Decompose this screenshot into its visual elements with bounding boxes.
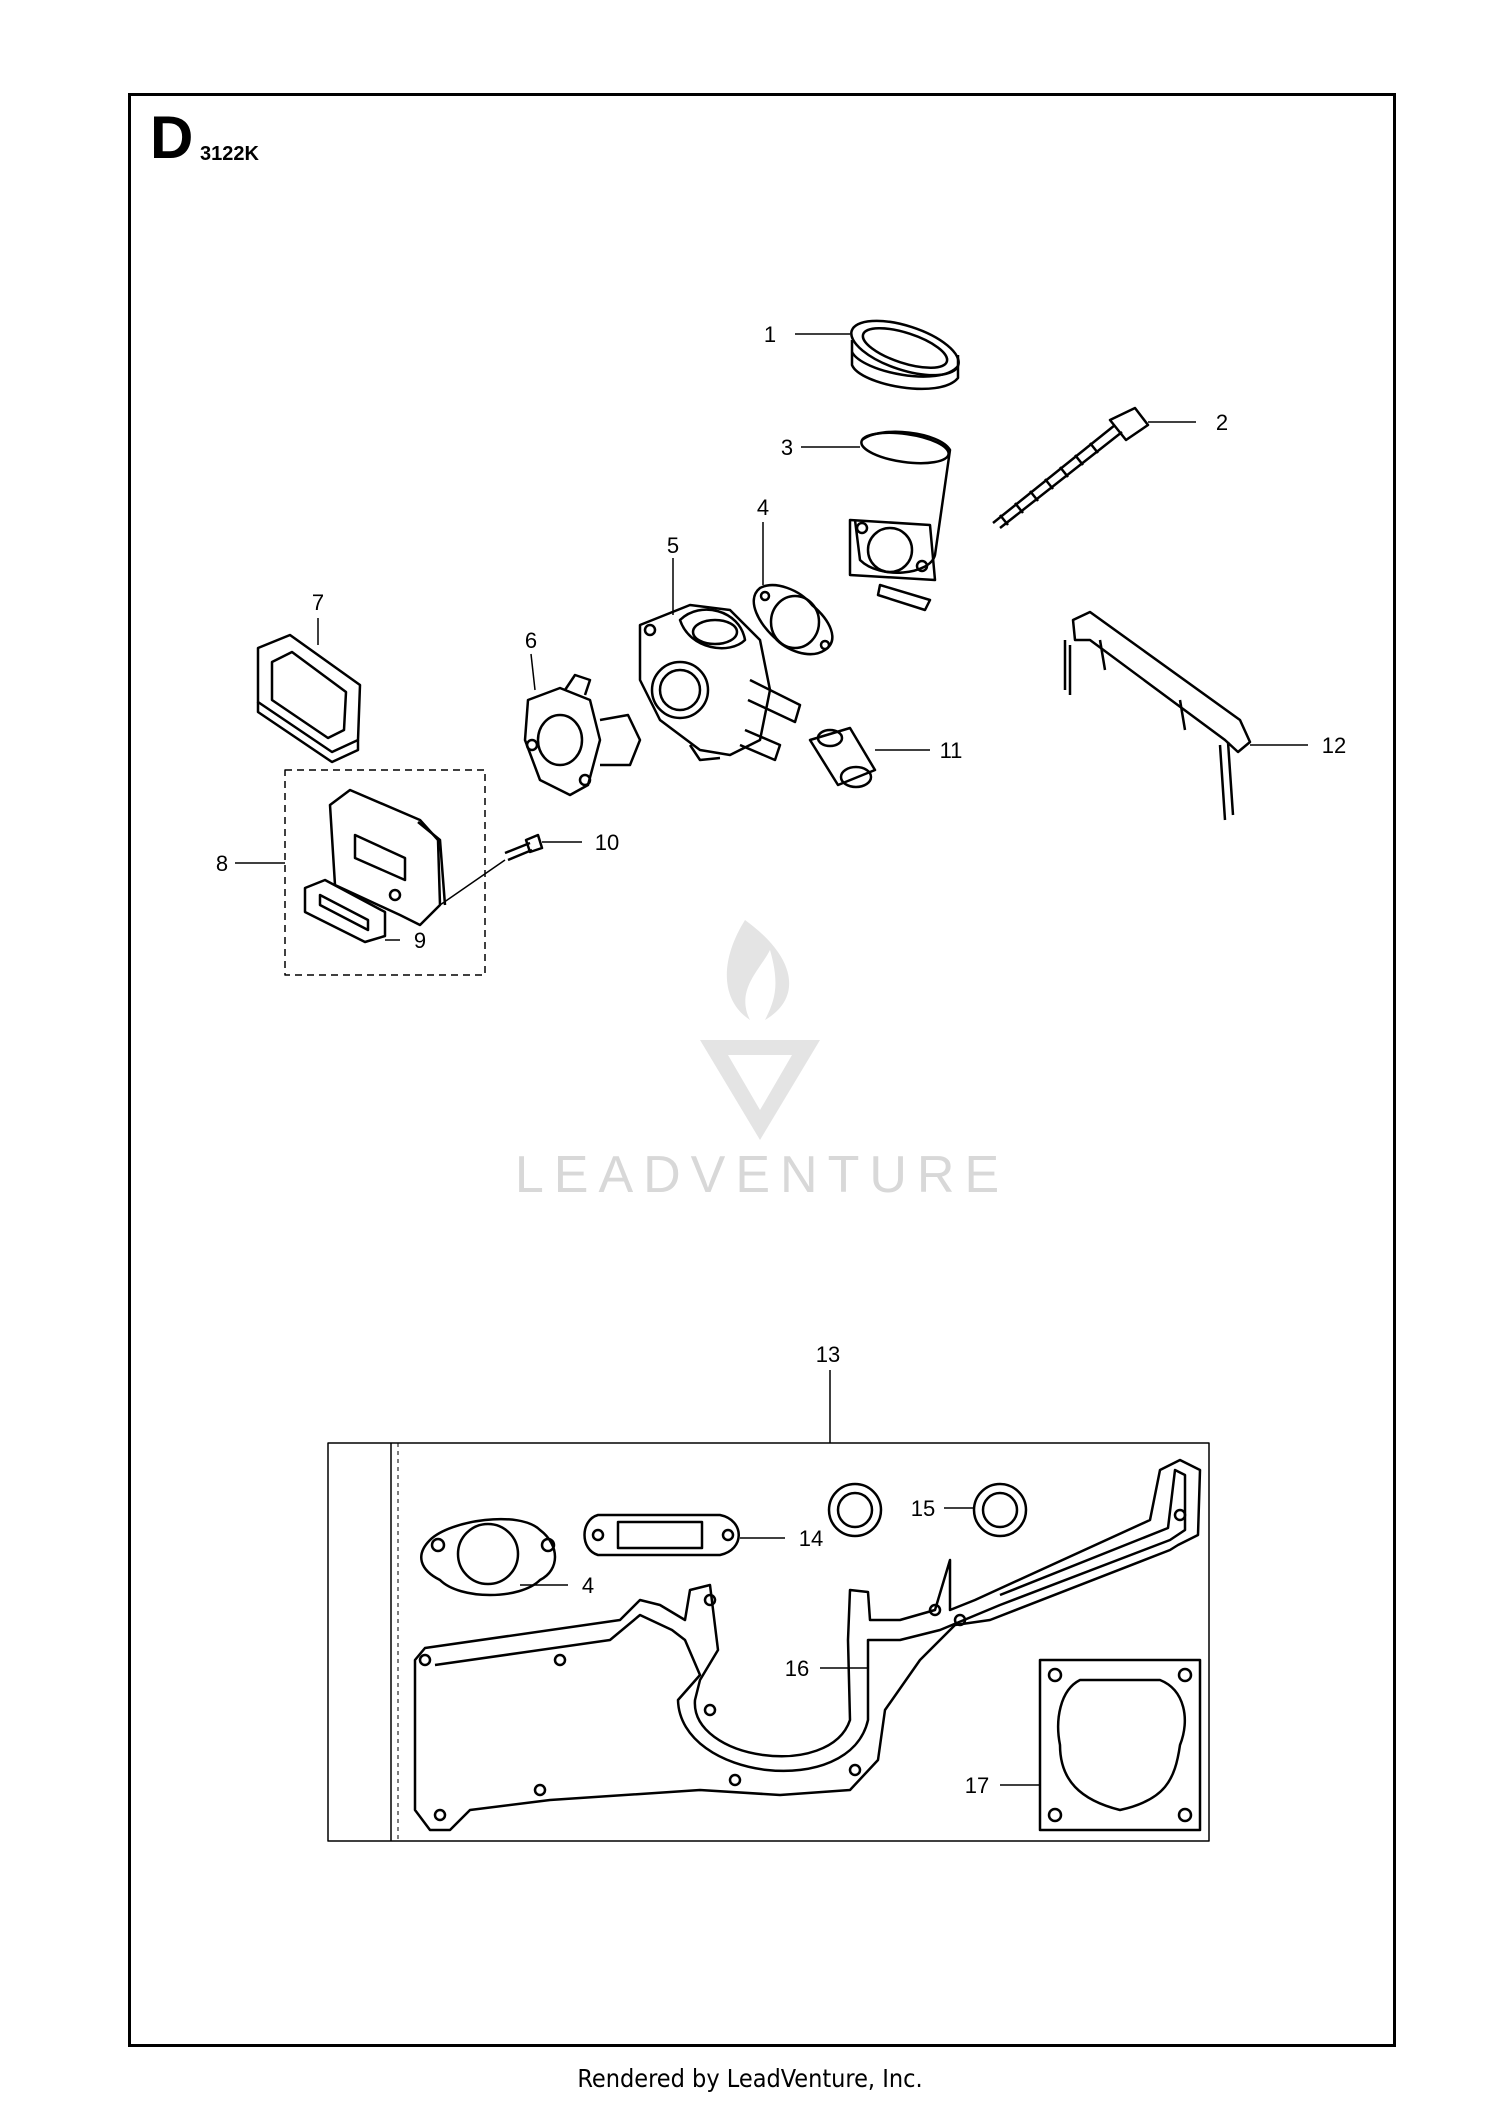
callout-8: 8 <box>216 851 228 876</box>
kit-gasket-4 <box>420 1517 557 1597</box>
part-3-intake-adapter <box>848 430 952 612</box>
kit-seal-15a <box>827 1482 883 1538</box>
callout-9: 9 <box>414 928 426 953</box>
callout-10: 10 <box>595 830 619 855</box>
part-13-gasket-kit <box>327 1370 1210 1842</box>
watermark-v-icon <box>700 1040 820 1140</box>
part-1-filter-seal <box>850 319 960 391</box>
diagram-code: 3122K <box>200 143 259 165</box>
callout-labels: 1 2 3 4 5 6 7 8 9 10 11 12 13 14 4 15 16… <box>216 322 1346 1798</box>
part-5-carburetor <box>638 603 802 762</box>
kit-gasket-17 <box>1038 1658 1202 1832</box>
part-8-group-box <box>284 769 486 976</box>
callout-1: 1 <box>764 322 776 347</box>
part-4-gasket <box>752 583 834 656</box>
part-10-screw <box>439 833 544 906</box>
part-2-bolt <box>992 406 1150 529</box>
footer-credit: Rendered by LeadVenture, Inc. <box>577 2064 923 2093</box>
callout-6: 6 <box>525 628 537 653</box>
callout-12: 12 <box>1322 733 1346 758</box>
part-9-manifold-gasket <box>303 878 387 944</box>
callout-15: 15 <box>911 1496 935 1521</box>
callout-5: 5 <box>667 533 679 558</box>
part-8-intake-manifold <box>328 788 447 927</box>
part-11-sleeve <box>808 726 877 789</box>
callout-3: 3 <box>781 435 793 460</box>
kit-gasket-16 <box>413 1458 1202 1832</box>
part-6-flange <box>523 673 642 797</box>
part-12-throttle-rod <box>1063 610 1252 821</box>
callout-7: 7 <box>312 590 324 615</box>
part-7-filter-frame <box>256 633 362 764</box>
callout-11: 11 <box>940 738 963 763</box>
callout-13: 13 <box>816 1342 840 1367</box>
watermark-flame-icon <box>726 920 790 1020</box>
kit-seal-15b <box>972 1482 1028 1538</box>
kit-gasket-14 <box>583 1513 740 1557</box>
callout-16: 16 <box>785 1656 809 1681</box>
callout-14: 14 <box>799 1526 823 1551</box>
leader-lines <box>235 333 1308 1786</box>
section-letter: D <box>150 104 194 171</box>
diagram-frame <box>128 93 1396 2047</box>
watermark-text: LEADVENTURE <box>515 1146 1009 1204</box>
callout-17: 17 <box>965 1773 989 1798</box>
callout-2: 2 <box>1216 410 1228 435</box>
watermark: LEADVENTURE <box>515 920 1009 1204</box>
callout-4-kit: 4 <box>582 1573 594 1598</box>
callout-4: 4 <box>757 495 769 520</box>
